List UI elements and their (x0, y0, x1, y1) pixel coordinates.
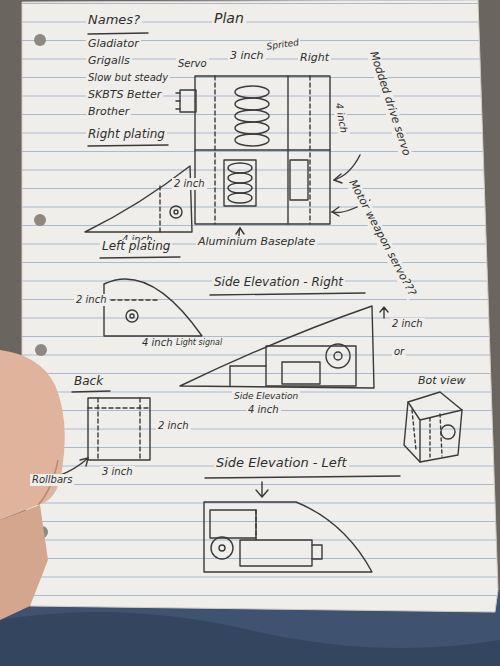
sketch-label: 3 inch (100, 466, 135, 478)
sketch-label: SKBTS Better (86, 89, 163, 102)
sketch-label: Side Elevation (232, 391, 300, 401)
sketch-label: 2 inch (156, 420, 191, 432)
sketch-label: Aluminium Baseplate (196, 236, 317, 249)
sketch-label: 2 inch (390, 318, 425, 330)
sketch-label: 4 inch (140, 337, 175, 349)
sketch-label: 2 inch (74, 294, 109, 306)
sketch-label: Grigalls (86, 55, 132, 68)
sketch-label: 4 inch (246, 404, 281, 416)
sketch-label: 3 inch (228, 50, 266, 63)
sketch-label: Rollbars (30, 474, 74, 486)
sketch-label: Names? (86, 13, 142, 28)
sketch-label: Right (298, 52, 331, 65)
sketch-label: 2 inch (172, 178, 207, 190)
sketch-label: Brother (86, 106, 131, 119)
sketch-label: Plan (212, 10, 246, 26)
sketch-label: Light signal (174, 338, 224, 347)
sketch-label: Bot view (416, 375, 467, 388)
sketch-label: Left plating (100, 240, 172, 254)
sketch-label: Gladiator (86, 38, 141, 51)
sketch-label: Side Elevation - Left (214, 456, 349, 471)
sketch-label: Slow but steady (86, 72, 170, 84)
sketch-label: Side Elevation - Right (212, 276, 345, 290)
sketch-label: Back (72, 375, 105, 389)
sketch-label: Right plating (86, 128, 167, 142)
sketch-label: Servo (176, 58, 209, 70)
sketch-label: or (392, 346, 406, 358)
